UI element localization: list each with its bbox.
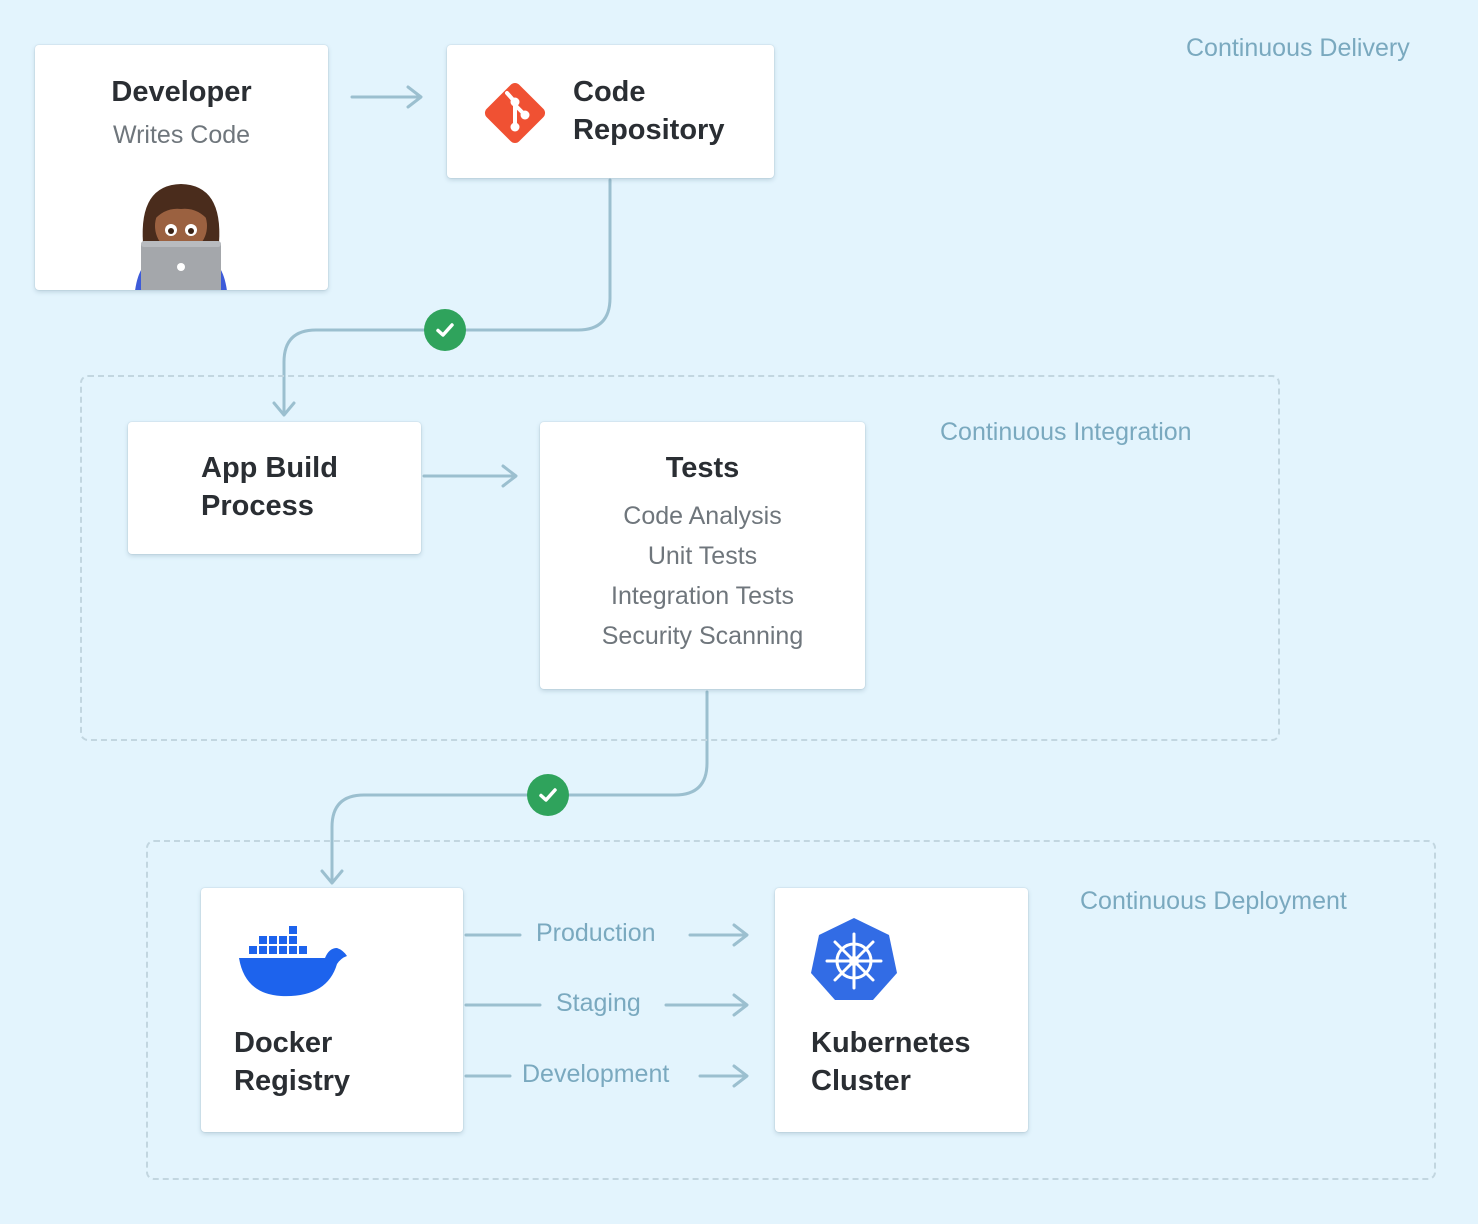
kubernetes-cluster-title-line2: Cluster xyxy=(811,1065,911,1097)
app-build-title-line2: Process xyxy=(201,490,314,522)
kubernetes-helm-icon xyxy=(811,918,897,1000)
env-label-development: Development xyxy=(518,1060,674,1089)
docker-whale-icon xyxy=(239,926,347,997)
tests-title: Tests xyxy=(665,452,740,484)
kubernetes-cluster-title-line1: Kubernetes xyxy=(811,1027,971,1059)
stage-label-integration: Continuous Integration xyxy=(940,418,1192,446)
deployment-group xyxy=(146,840,1436,1180)
env-label-production: Production xyxy=(532,919,660,948)
code-repository-title-line2: Repository xyxy=(573,114,725,146)
app-build-title-line1: App Build xyxy=(201,452,338,484)
code-repository-title-line1: Code xyxy=(573,76,646,108)
tests-item-unit-tests: Unit Tests xyxy=(647,542,758,570)
developer-card[interactable]: Developer Writes Code xyxy=(35,45,328,290)
tests-card[interactable]: Tests Code Analysis Unit Tests Integrati… xyxy=(540,422,865,689)
tests-item-code-analysis: Code Analysis xyxy=(623,502,782,530)
developer-subtitle: Writes Code xyxy=(112,121,251,149)
tests-item-security-scanning: Security Scanning xyxy=(601,622,804,650)
developer-laptop-icon xyxy=(135,184,227,290)
check-icon xyxy=(424,309,466,351)
stage-label-deployment: Continuous Deployment xyxy=(1080,887,1347,915)
docker-registry-title-line1: Docker xyxy=(234,1027,333,1059)
docker-registry-title-line2: Registry xyxy=(234,1065,351,1097)
integration-group xyxy=(80,375,1280,741)
stage-label-delivery: Continuous Delivery xyxy=(1186,34,1410,62)
code-repository-card[interactable]: Code Repository xyxy=(447,45,774,178)
docker-registry-card[interactable]: Docker Registry xyxy=(201,888,463,1132)
env-label-staging: Staging xyxy=(552,989,645,1018)
developer-title: Developer xyxy=(111,76,252,108)
check-icon xyxy=(527,774,569,816)
arrow-developer-to-repository xyxy=(350,85,423,109)
git-icon xyxy=(484,82,546,144)
app-build-process-card[interactable]: App Build Process xyxy=(128,422,421,554)
tests-item-integration-tests: Integration Tests xyxy=(611,582,794,610)
kubernetes-cluster-card[interactable]: Kubernetes Cluster xyxy=(775,888,1028,1132)
